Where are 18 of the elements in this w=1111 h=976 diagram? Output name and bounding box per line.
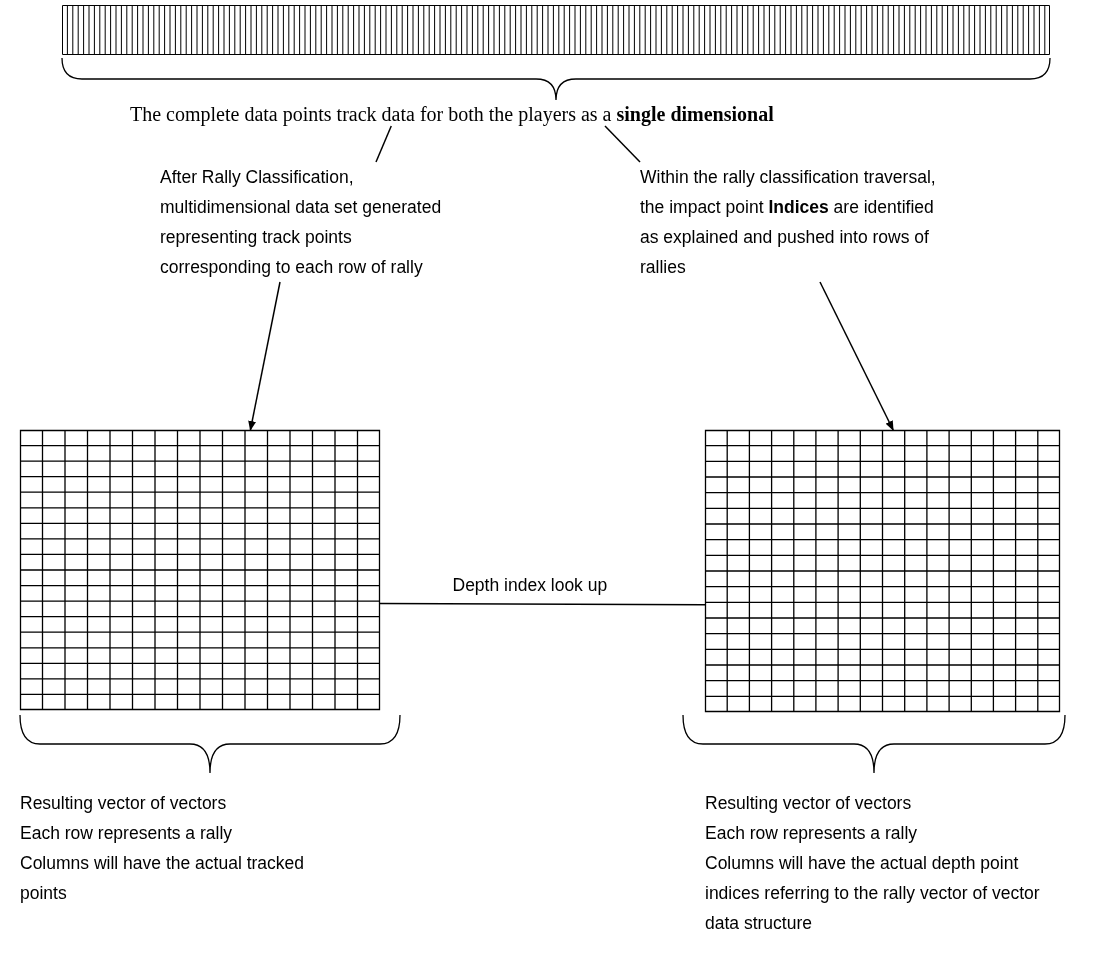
edge-label: Depth index look up xyxy=(452,574,608,598)
description-text: Each row represents a rally xyxy=(20,822,233,845)
connector-line xyxy=(375,125,392,163)
array-strip xyxy=(62,5,1050,55)
arrow xyxy=(248,281,281,431)
annotation-text: Within the rally classification traversal, the impact point Indices are identified as explained and pushed into rows of rallies xyxy=(640,162,940,282)
caption-text: The complete data points track data for both the players as a single dimensional xyxy=(130,103,1080,126)
description-text: Columns will have the actual depth point indices referring to the rally vector of vector data structure xyxy=(705,852,1041,935)
connector-line xyxy=(604,125,641,163)
arrow xyxy=(819,281,894,431)
matrix-grid xyxy=(20,430,380,710)
description-text: Each row represents a rally xyxy=(705,822,918,845)
annotation-text: After Rally Classification, multidimensional data set generated representing track points corresponding to each row of rally xyxy=(160,162,460,282)
description-text: Resulting vector of vectors xyxy=(705,792,912,815)
description-text: Columns will have the actual tracked points xyxy=(20,852,306,905)
description-text: Resulting vector of vectors xyxy=(20,792,227,815)
matrix-grid xyxy=(705,430,1060,712)
connector-line xyxy=(379,602,706,606)
